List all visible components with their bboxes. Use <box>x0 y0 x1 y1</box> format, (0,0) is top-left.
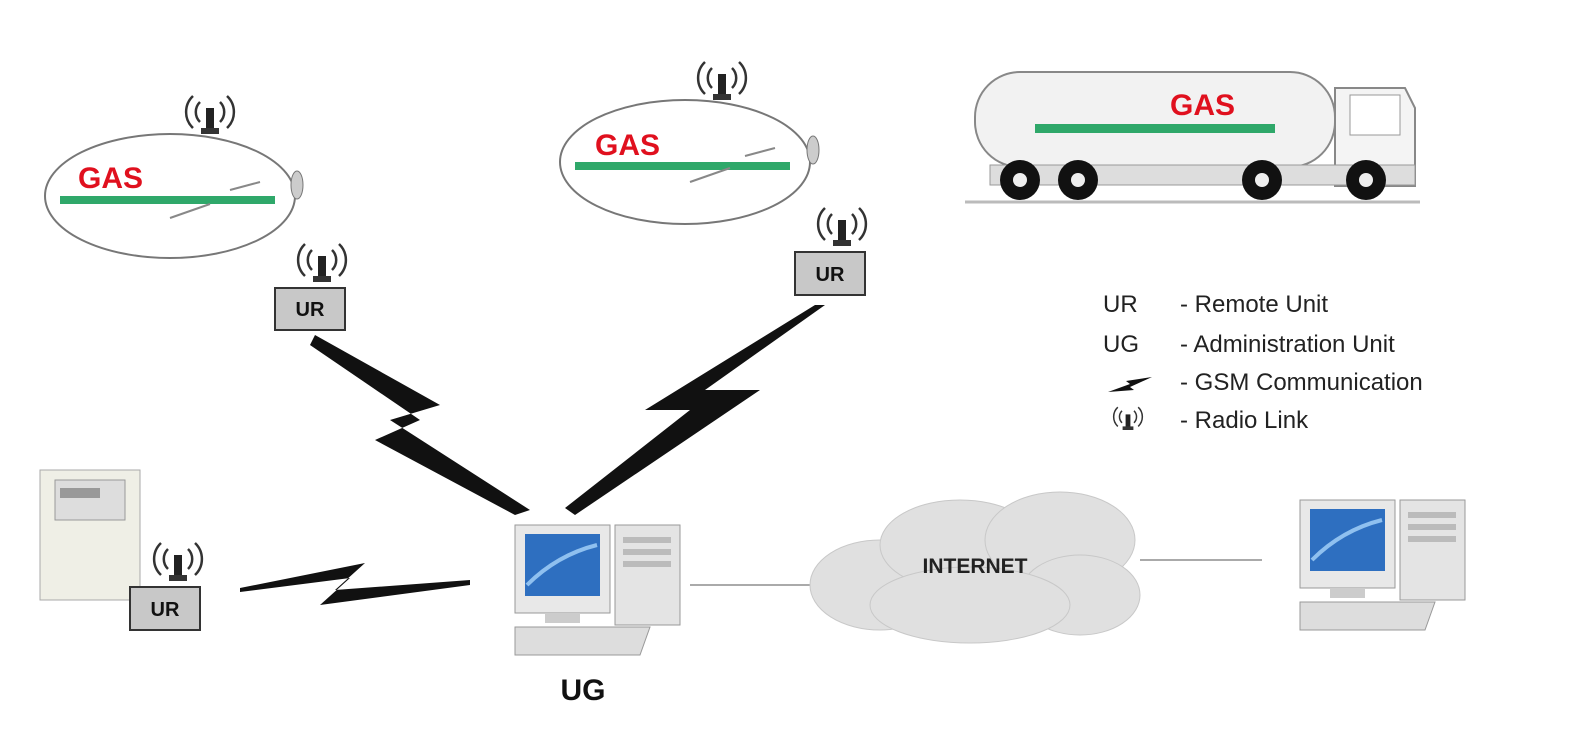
gsm-lightning-icon <box>310 335 530 515</box>
gas-meter <box>39 469 141 601</box>
remote-unit-3: UR <box>129 541 204 631</box>
gsm-lightning-icon <box>565 305 825 515</box>
admin-unit-label: UG <box>561 674 606 707</box>
internet-label: INTERNET <box>923 555 1028 578</box>
legend-key: UG <box>1103 331 1139 358</box>
pipe <box>575 162 790 170</box>
radio-antenna-icon <box>696 60 748 102</box>
radio-antenna-icon <box>1112 406 1144 431</box>
valve-icon <box>290 170 304 200</box>
gsm-lightning-icon <box>1108 377 1152 392</box>
gas-tank-2: GAS <box>559 60 820 225</box>
tank-label: GAS <box>78 162 143 195</box>
gsm-links <box>240 305 825 605</box>
legend: UR - Remote Unit UG - Administration Uni… <box>1103 291 1423 434</box>
gas-truck: GAS <box>965 71 1420 204</box>
computer-icon <box>513 523 682 657</box>
internet-cloud: INTERNET <box>809 491 1141 644</box>
remote-unit-label: UR <box>151 599 180 621</box>
legend-desc: - GSM Communication <box>1180 369 1423 396</box>
radio-antenna-icon <box>296 242 348 284</box>
remote-unit-label: UR <box>816 264 845 286</box>
remote-unit-label: UR <box>296 299 325 321</box>
pipe <box>60 196 275 204</box>
legend-desc: - Radio Link <box>1180 407 1309 434</box>
valve-icon <box>806 135 820 165</box>
gsm-lightning-icon <box>240 563 470 605</box>
legend-desc: - Administration Unit <box>1180 331 1395 358</box>
truck-label: GAS <box>1170 89 1235 122</box>
radio-antenna-icon <box>152 541 204 583</box>
radio-antenna-icon <box>184 94 236 136</box>
admin-unit-computer: UG <box>513 523 682 707</box>
remote-unit-1: UR <box>274 242 348 331</box>
legend-desc: - Remote Unit <box>1180 291 1328 318</box>
remote-unit-2: UR <box>794 206 868 296</box>
radio-antenna-icon <box>816 206 868 248</box>
gas-tank-1: GAS <box>44 94 304 259</box>
legend-key: UR <box>1103 291 1138 318</box>
remote-computer-icon <box>1298 498 1467 632</box>
tank-label: GAS <box>595 129 660 162</box>
